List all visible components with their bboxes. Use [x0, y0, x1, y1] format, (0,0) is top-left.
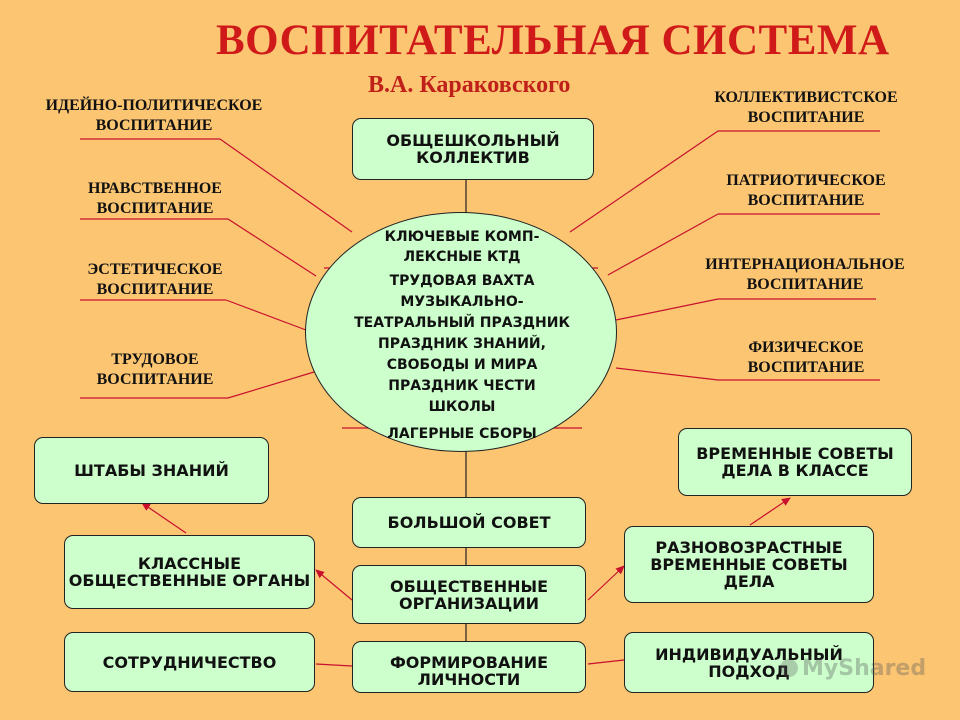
connector-right-3: [615, 298, 719, 321]
box-class-public-bodies: Классные общественные органы: [64, 535, 315, 609]
label-line: НРАВСТВЕННОЕ: [88, 180, 222, 197]
connector-left-4: [227, 371, 315, 399]
circle-line: ТЕАТРАЛЬНЫЙ ПРАЗДНИК: [354, 315, 570, 331]
arrow-to-class-bodies: [315, 569, 353, 601]
connector-left-1: [219, 138, 353, 233]
circle-line: СВОБОДЫ И МИРА: [386, 357, 538, 373]
box-public-organizations: Общественные организации: [352, 565, 586, 624]
connector-right-2: [607, 213, 719, 276]
label-line: ВОСПИТАНИЕ: [747, 192, 865, 209]
connector-right-1: [569, 130, 719, 233]
label-line: ИДЕЙНО-ПОЛИТИЧЕСКОЕ: [45, 97, 263, 114]
watermark-logo-icon: [780, 659, 798, 677]
label-labor-education: ТРУДОВОЕ ВОСПИТАНИЕ: [70, 350, 240, 390]
label-physical-education: ФИЗИЧЕСКОЕ ВОСПИТАНИЕ: [706, 338, 906, 378]
label-line: ВОСПИТАНИЕ: [746, 276, 864, 293]
circle-line: ТРУДОВАЯ ВАХТА: [389, 273, 535, 289]
key-activities-circle: [305, 212, 617, 452]
label-line: ВОСПИТАНИЕ: [747, 359, 865, 376]
box-school-collective: Общешкольный коллектив: [352, 118, 594, 180]
label-line: ВОСПИТАНИЕ: [96, 371, 214, 388]
label-line: ИНТЕРНАЦИОНАЛЬНОЕ: [705, 256, 905, 273]
label-line: ПАТРИОТИЧЕСКОЕ: [726, 172, 886, 189]
label-line: ТРУДОВОЕ: [111, 351, 199, 368]
box-cooperation: Сотрудничество: [64, 632, 315, 692]
box-mixed-age-councils: Разновозрастные временные советы дела: [624, 526, 874, 603]
circle-line: ПРАЗДНИК ЧЕСТИ: [388, 378, 536, 394]
page-subtitle: В.А. Караковского: [368, 72, 571, 98]
label-line: ФИЗИЧЕСКОЕ: [748, 339, 864, 356]
arrow-to-temporary-councils: [749, 497, 791, 526]
label-moral-education: НРАВСТВЕННОЕ ВОСПИТАНИЕ: [70, 179, 240, 219]
label-patriotic-education: ПАТРИОТИЧЕСКОЕ ВОСПИТАНИЕ: [696, 171, 916, 211]
circle-line: МУЗЫКАЛЬНО-: [400, 294, 524, 310]
circle-line: КЛЮЧЕВЫЕ КОМП-: [384, 229, 540, 245]
page-title: ВОСПИТАТЕЛЬНАЯ СИСТЕМА: [216, 17, 890, 64]
connector-individual: [587, 659, 625, 665]
circle-line: ЛЕКСНЫЕ КТД: [403, 249, 521, 265]
watermark: MyShared: [780, 656, 926, 681]
arrow-to-mixed-age: [587, 565, 625, 601]
label-collectivist-education: КОЛЛЕКТИВИСТСКОЕ ВОСПИТАНИЕ: [686, 88, 926, 128]
circle-line: ШКОЛЫ: [428, 399, 496, 415]
box-big-council: Большой совет: [352, 497, 586, 548]
label-line: ВОСПИТАНИЕ: [96, 281, 214, 298]
label-international-education: ИНТЕРНАЦИОНАЛЬНОЕ ВОСПИТАНИЕ: [676, 255, 934, 295]
label-line: ВОСПИТАНИЕ: [747, 109, 865, 126]
watermark-text: MyShared: [802, 656, 927, 681]
label-line: ВОСПИТАНИЕ: [96, 200, 214, 217]
box-individual-approach: Индивидуальный подход: [624, 632, 874, 693]
connector-right-4: [615, 367, 719, 381]
connector-left-2: [227, 218, 317, 277]
box-personality-formation: Формирование личности: [352, 641, 586, 693]
label-line: ЭСТЕТИЧЕСКОЕ: [87, 261, 223, 278]
label-aesthetic-education: ЭСТЕТИЧЕСКОЕ ВОСПИТАНИЕ: [70, 260, 240, 300]
box-knowledge-hq: Штабы знаний: [34, 437, 269, 504]
label-line: ВОСПИТАНИЕ: [95, 117, 213, 134]
label-ideological-education: ИДЕЙНО-ПОЛИТИЧЕСКОЕ ВОСПИТАНИЕ: [20, 96, 288, 136]
circle-line: ПРАЗДНИК ЗНАНИЙ,: [378, 336, 546, 352]
label-line: КОЛЛЕКТИВИСТСКОЕ: [714, 89, 898, 106]
box-temporary-class-councils: Временные советы дела в классе: [678, 428, 912, 496]
connector-cooperation: [315, 663, 353, 667]
connector-left-3: [225, 299, 307, 331]
arrow-to-knowledge-hq: [141, 502, 187, 534]
circle-line: ЛАГЕРНЫЕ СБОРЫ: [387, 426, 537, 442]
